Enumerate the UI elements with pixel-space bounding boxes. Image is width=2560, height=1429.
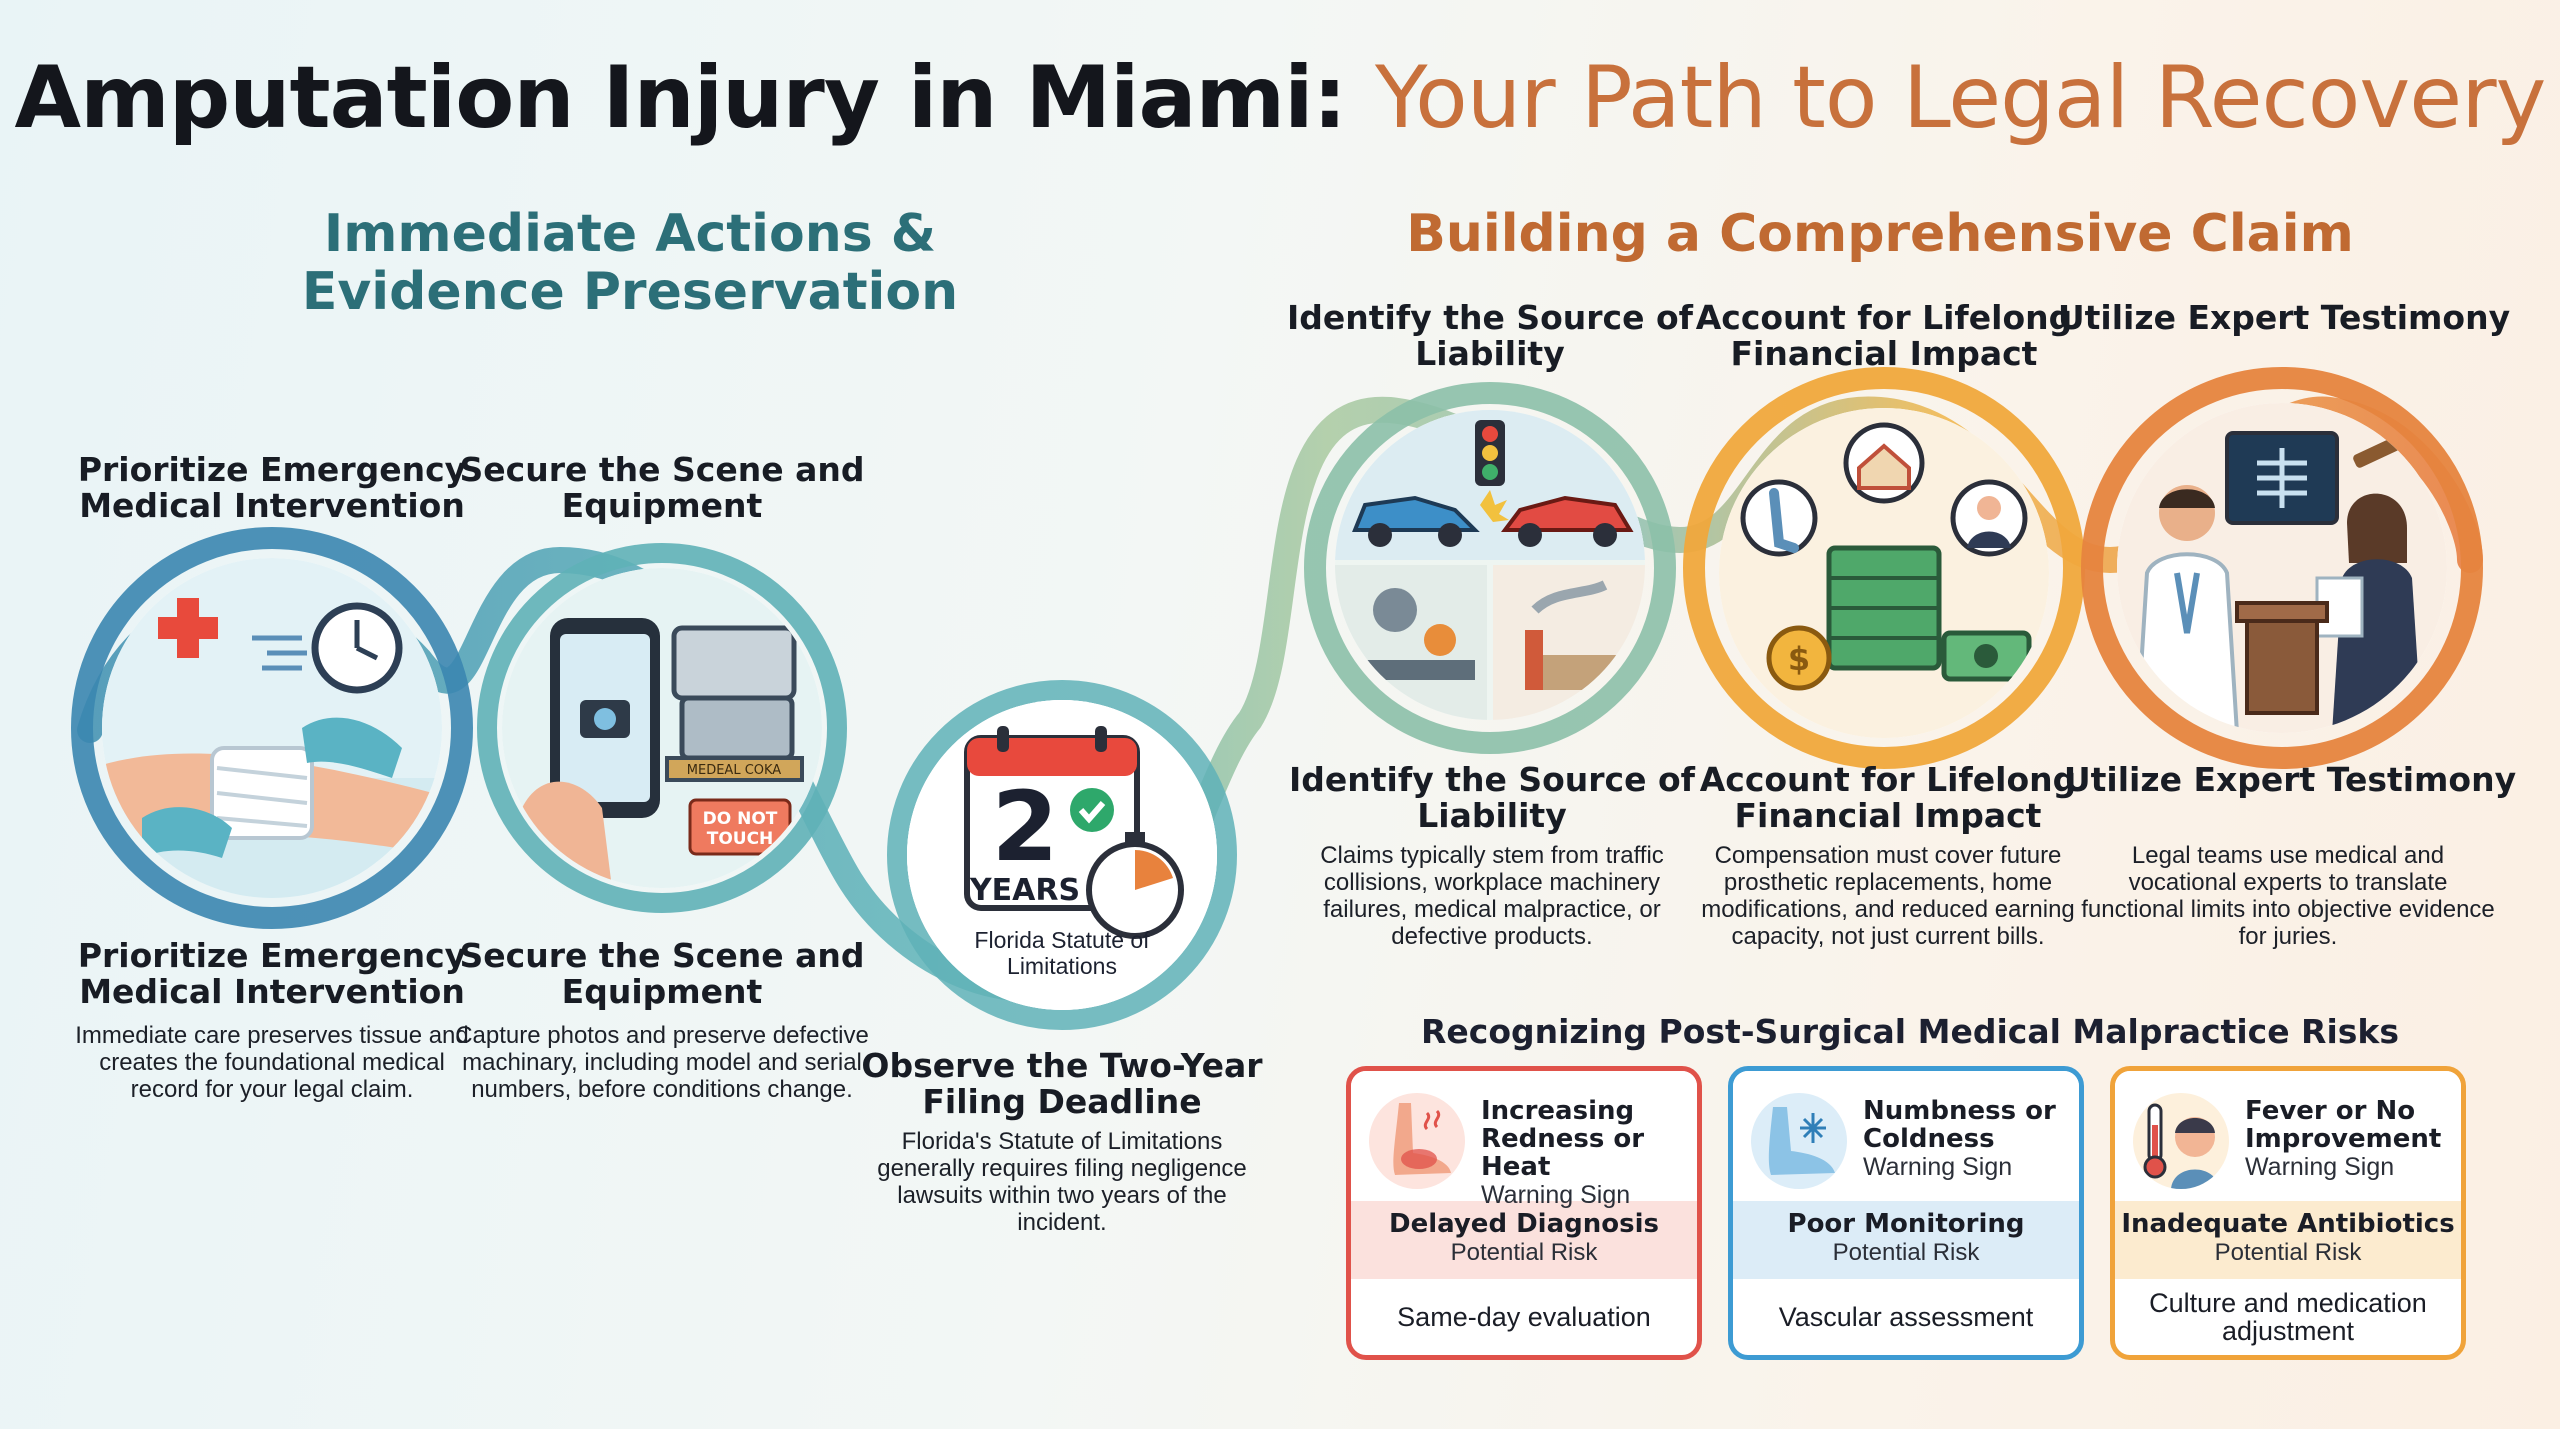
potential-risk-label: Potential Risk bbox=[2214, 1239, 2362, 1266]
warning-sign-label: Warning Sign bbox=[2245, 1153, 2395, 1182]
warning-sign-title: Numbness or Coldness bbox=[1863, 1096, 2056, 1155]
risk-card-redness: Increasing Redness or Heat Warning Sign … bbox=[1346, 1066, 1702, 1360]
step-5-heading: Account for Lifelong Financial Impact bbox=[1699, 760, 2077, 836]
warning-sign: Numbness or Coldness Warning Sign bbox=[1863, 1097, 2078, 1182]
step-4-heading: Identify the Source of Liability bbox=[1288, 760, 1696, 836]
car-collision-factory-icon bbox=[1335, 410, 1645, 720]
calendar-stopwatch-icon: 2 YEARS bbox=[907, 700, 1217, 1010]
card-risk-section: Inadequate Antibiotics Potential Risk bbox=[2115, 1201, 2461, 1279]
card-warning-section: Increasing Redness or Heat Warning Sign bbox=[1351, 1071, 1697, 1209]
warning-sign-label: Warning Sign bbox=[1863, 1153, 2013, 1182]
svg-text:DO NOT: DO NOT bbox=[703, 809, 778, 829]
machine-tag-label: MEDEAL COKA bbox=[687, 763, 782, 778]
card-warning-section: Numbness or Coldness Warning Sign bbox=[1733, 1071, 2079, 1201]
warning-sign-title: Fever or No Improvement bbox=[2245, 1096, 2442, 1155]
step-3-description: Florida's Statute of Limitations general… bbox=[877, 1128, 1247, 1237]
cold-foot-icon bbox=[1751, 1093, 1847, 1189]
recommended-action: Vascular assessment bbox=[1778, 1301, 2034, 1332]
recommended-action: Culture and medication adjustment bbox=[2149, 1287, 2427, 1346]
step-4-heading-top: Identify the Source of Liability bbox=[1286, 298, 1694, 374]
step-1-description: Immediate care preserves tissue and crea… bbox=[75, 1022, 469, 1104]
inflamed-foot-icon bbox=[1369, 1093, 1465, 1189]
title-secondary: Your Path to Legal Recovery bbox=[1375, 48, 2546, 148]
step-3-heading: Observe the Two-Year Filing Deadline bbox=[861, 1046, 1263, 1122]
potential-risk-title: Inadequate Antibiotics bbox=[2121, 1209, 2455, 1239]
money-prosthetic-icon: $ bbox=[1719, 408, 2049, 738]
potential-risk-title: Delayed Diagnosis bbox=[1388, 1209, 1659, 1239]
step-6-heading-top: Utilize Expert Testimony bbox=[2057, 298, 2511, 337]
recommended-action: Same-day evaluation bbox=[1397, 1301, 1651, 1332]
page-title: Amputation Injury in Miami: Your Path to… bbox=[0, 48, 2560, 148]
risk-card-numbness: Numbness or Coldness Warning Sign Poor M… bbox=[1728, 1066, 2084, 1360]
statute-caption: Florida Statute of Limitations bbox=[974, 927, 1150, 979]
risks-heading: Recognizing Post-Surgical Medical Malpra… bbox=[1420, 1012, 2400, 1051]
potential-risk-label: Potential Risk bbox=[1832, 1239, 1980, 1266]
warning-sign: Increasing Redness or Heat Warning Sign bbox=[1481, 1097, 1696, 1210]
potential-risk-title: Poor Monitoring bbox=[1787, 1209, 2025, 1239]
warning-sign-title: Increasing Redness or Heat bbox=[1481, 1096, 1645, 1183]
step-4-description: Claims typically stem from traffic colli… bbox=[1320, 842, 1664, 951]
svg-text:TOUCH: TOUCH bbox=[707, 829, 774, 849]
doctor-lawyer-courtroom-icon bbox=[2117, 403, 2447, 733]
phone-camera-machine-icon: MEDEAL COKA DO NOT TOUCH bbox=[502, 568, 822, 888]
title-primary: Amputation Injury in Miami: bbox=[14, 48, 1347, 148]
warning-sign: Fever or No Improvement Warning Sign bbox=[2245, 1097, 2460, 1182]
step-2-heading-top: Secure the Scene and Equipment bbox=[459, 450, 865, 526]
step-2-description: Capture photos and preserve defective ma… bbox=[455, 1022, 869, 1104]
card-risk-section: Delayed Diagnosis Potential Risk bbox=[1351, 1201, 1697, 1279]
step-1-heading: Prioritize Emergency Medical Interventio… bbox=[77, 936, 467, 1012]
card-warning-section: Fever or No Improvement Warning Sign bbox=[2115, 1071, 2461, 1201]
bandaged-arm-icon bbox=[102, 558, 442, 898]
deadline-number: 2 bbox=[992, 771, 1059, 883]
card-risk-section: Poor Monitoring Potential Risk bbox=[1733, 1201, 2079, 1279]
thermometer-patient-icon bbox=[2133, 1093, 2229, 1189]
step-1-heading-top: Prioritize Emergency Medical Interventio… bbox=[77, 450, 467, 526]
step-6-heading: Utilize Expert Testimony bbox=[2063, 760, 2517, 799]
step-5-heading-top: Account for Lifelong Financial Impact bbox=[1695, 298, 2073, 374]
step-6-description: Legal teams use medical and vocational e… bbox=[2081, 842, 2495, 951]
svg-text:$: $ bbox=[1788, 640, 1810, 678]
potential-risk-label: Potential Risk bbox=[1450, 1239, 1598, 1266]
step-2-heading: Secure the Scene and Equipment bbox=[459, 936, 865, 1012]
risk-card-fever: Fever or No Improvement Warning Sign Ina… bbox=[2110, 1066, 2466, 1360]
section-heading-immediate-actions: Immediate Actions & Evidence Preservatio… bbox=[301, 204, 959, 323]
section-heading-comprehensive-claim: Building a Comprehensive Claim bbox=[1406, 204, 2354, 264]
step-5-description: Compensation must cover future prostheti… bbox=[1701, 842, 2075, 951]
warning-sign-label: Warning Sign bbox=[1481, 1181, 1631, 1210]
deadline-unit: YEARS bbox=[969, 873, 1080, 908]
